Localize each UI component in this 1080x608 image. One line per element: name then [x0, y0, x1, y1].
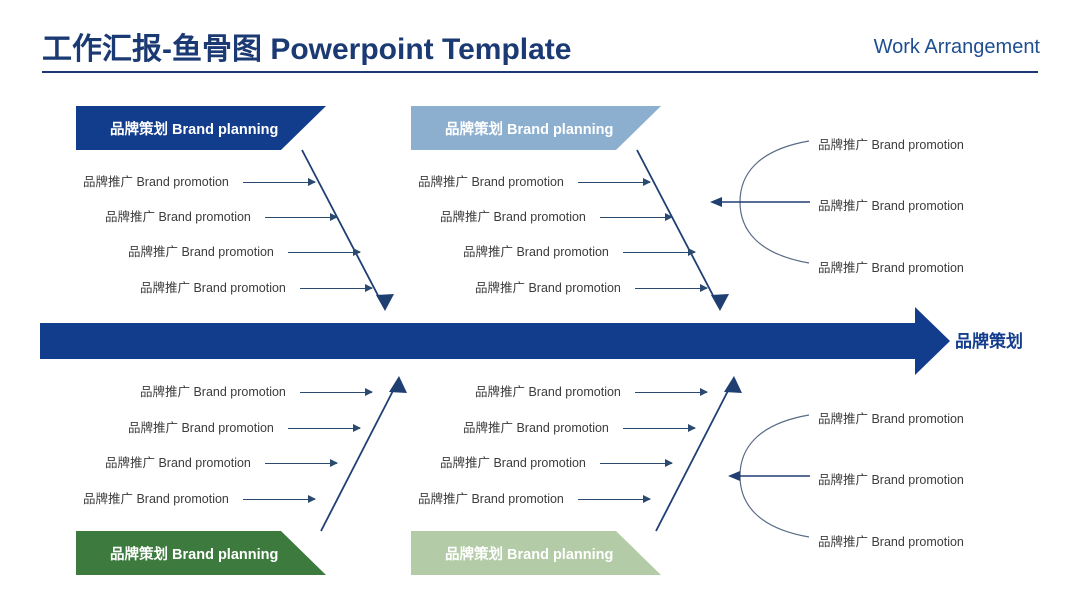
branch-arrow-icon	[242, 495, 316, 503]
branch-arrow-icon	[599, 213, 673, 221]
branch-label: 品牌推广 Brand promotion	[83, 492, 229, 506]
branch-label: 品牌推广 Brand promotion	[140, 281, 286, 295]
branch-arrow-icon	[622, 248, 696, 256]
branch-arrow-icon	[634, 284, 708, 292]
branch-arrow-icon	[577, 495, 651, 503]
rib-top-right-arrowhead	[711, 294, 729, 311]
rib-bottom-right-arrowhead	[724, 376, 742, 393]
branch-bottom-right-4[interactable]: 品牌推广 Brand promotion	[418, 490, 651, 508]
banner-top-left-label: 品牌策划 Brand planning	[110, 121, 279, 138]
branch-arrow-icon	[299, 388, 373, 396]
cluster-top-right-label-3[interactable]: 品牌推广 Brand promotion	[818, 261, 964, 275]
page-title: 工作汇报-鱼骨图 Powerpoint Template	[42, 33, 572, 66]
cluster-arc-bottom-right	[739, 414, 810, 538]
branch-bottom-left-2[interactable]: 品牌推广 Brand promotion	[128, 419, 361, 437]
banner-bottom-right[interactable]: 品牌策划 Brand planning	[411, 531, 661, 575]
branch-arrow-icon	[242, 178, 316, 186]
branch-bottom-right-1[interactable]: 品牌推广 Brand promotion	[475, 383, 708, 401]
banner-top-left[interactable]: 品牌策划 Brand planning	[76, 106, 326, 150]
branch-label: 品牌推广 Brand promotion	[440, 210, 586, 224]
branch-arrow-icon	[287, 248, 361, 256]
branch-top-right-3[interactable]: 品牌推广 Brand promotion	[463, 243, 696, 261]
branch-top-left-1[interactable]: 品牌推广 Brand promotion	[83, 173, 316, 191]
branch-label: 品牌推广 Brand promotion	[418, 492, 564, 506]
branch-bottom-left-4[interactable]: 品牌推广 Brand promotion	[83, 490, 316, 508]
cluster-arc-top-right	[739, 140, 810, 264]
branch-label: 品牌推广 Brand promotion	[475, 281, 621, 295]
spine-arrow	[40, 307, 950, 375]
cluster-bottom-right-label-1[interactable]: 品牌推广 Brand promotion	[818, 412, 964, 426]
cluster-top-right-label-1[interactable]: 品牌推广 Brand promotion	[818, 138, 964, 152]
branch-top-left-4[interactable]: 品牌推广 Brand promotion	[140, 279, 373, 297]
branch-arrow-icon	[287, 424, 361, 432]
rib-bottom-left-arrowhead	[389, 376, 407, 393]
branch-bottom-left-1[interactable]: 品牌推广 Brand promotion	[140, 383, 373, 401]
page-subtitle: Work Arrangement	[873, 36, 1040, 58]
banner-bottom-left-label: 品牌策划 Brand planning	[110, 546, 279, 563]
branch-bottom-right-2[interactable]: 品牌推广 Brand promotion	[463, 419, 696, 437]
cluster-arrow-head-bottom-right	[728, 471, 740, 481]
banner-bottom-left[interactable]: 品牌策划 Brand planning	[76, 531, 326, 575]
branch-label: 品牌推广 Brand promotion	[463, 245, 609, 259]
branch-top-right-4[interactable]: 品牌推广 Brand promotion	[475, 279, 708, 297]
cluster-bottom-right-label-3[interactable]: 品牌推广 Brand promotion	[818, 535, 964, 549]
cluster-arrow-head-top-right	[710, 197, 722, 207]
branch-top-right-1[interactable]: 品牌推广 Brand promotion	[418, 173, 651, 191]
rib-top-left-arrowhead	[376, 294, 394, 311]
branch-bottom-left-3[interactable]: 品牌推广 Brand promotion	[105, 454, 338, 472]
branch-bottom-right-3[interactable]: 品牌推广 Brand promotion	[440, 454, 673, 472]
branch-label: 品牌推广 Brand promotion	[475, 385, 621, 399]
branch-arrow-icon	[264, 213, 338, 221]
branch-arrow-icon	[599, 459, 673, 467]
branch-label: 品牌推广 Brand promotion	[140, 385, 286, 399]
branch-label: 品牌推广 Brand promotion	[463, 421, 609, 435]
branch-arrow-icon	[299, 284, 373, 292]
branch-arrow-icon	[622, 424, 696, 432]
header-divider	[42, 71, 1038, 73]
cluster-top-right-label-2[interactable]: 品牌推广 Brand promotion	[818, 199, 964, 213]
branch-label: 品牌推广 Brand promotion	[105, 456, 251, 470]
branch-arrow-icon	[634, 388, 708, 396]
banner-top-right[interactable]: 品牌策划 Brand planning	[411, 106, 661, 150]
spine-label: 品牌策划	[955, 332, 1023, 351]
branch-label: 品牌推广 Brand promotion	[128, 421, 274, 435]
banner-top-right-label: 品牌策划 Brand planning	[445, 121, 614, 138]
branch-label: 品牌推广 Brand promotion	[128, 245, 274, 259]
branch-arrow-icon	[577, 178, 651, 186]
branch-top-right-2[interactable]: 品牌推广 Brand promotion	[440, 208, 673, 226]
branch-label: 品牌推广 Brand promotion	[83, 175, 229, 189]
branch-label: 品牌推广 Brand promotion	[105, 210, 251, 224]
branch-top-left-2[interactable]: 品牌推广 Brand promotion	[105, 208, 338, 226]
branch-arrow-icon	[264, 459, 338, 467]
cluster-bottom-right-label-2[interactable]: 品牌推广 Brand promotion	[818, 473, 964, 487]
branch-top-left-3[interactable]: 品牌推广 Brand promotion	[128, 243, 361, 261]
branch-label: 品牌推广 Brand promotion	[418, 175, 564, 189]
banner-bottom-right-label: 品牌策划 Brand planning	[445, 546, 614, 563]
branch-label: 品牌推广 Brand promotion	[440, 456, 586, 470]
